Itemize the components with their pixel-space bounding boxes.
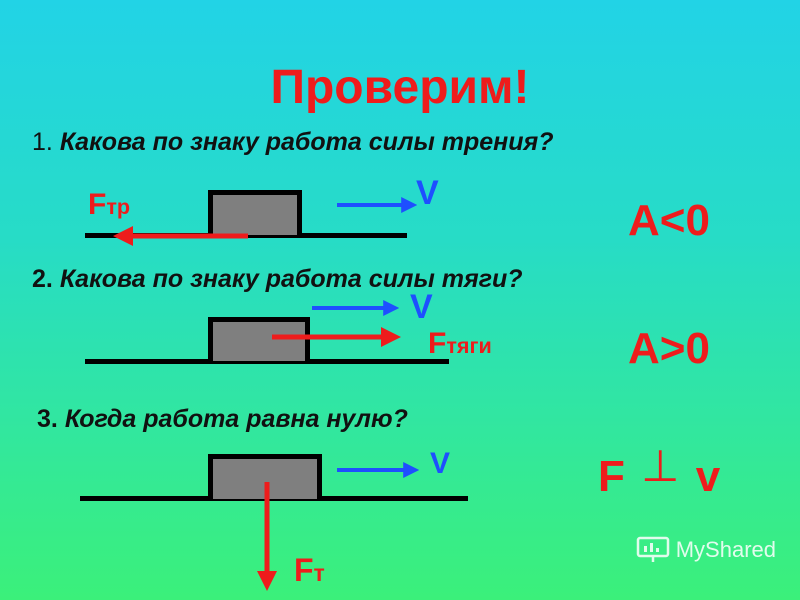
question-1: 1. Какова по знаку работа силы трения? [32, 127, 554, 157]
question-2: 2. Какова по знаку работа силы тяги? [32, 264, 523, 294]
answer-3-force: F [598, 452, 625, 501]
friction-force-subscript: тр [106, 194, 131, 219]
gravity-force-label: Fт [294, 552, 325, 588]
answer-3-velocity: v [695, 452, 721, 501]
presentation-board-icon [636, 536, 669, 562]
velocity-label-2: V [410, 288, 433, 326]
slide-title: Проверим! [270, 61, 530, 114]
question-1-text: Какова по знаку работа силы трения? [59, 128, 554, 156]
question-1-number: 1. [32, 128, 53, 156]
question-2-number: 2. [32, 265, 53, 293]
perpendicular-symbol: ⊥ [641, 442, 680, 491]
gravity-force-subscript: т [313, 560, 325, 586]
answer-2: A>0 [628, 324, 710, 373]
answer-3: F ⊥ v [598, 442, 721, 502]
thrust-force-label: Fтяги [428, 327, 492, 360]
friction-force-label: Fтр [88, 188, 131, 221]
watermark-text: MyShared [675, 537, 776, 562]
block-3 [208, 454, 322, 499]
thrust-force-subscript: тяги [446, 333, 492, 358]
answer-1: A<0 [628, 196, 710, 245]
velocity-label-3: V [430, 447, 451, 480]
ground-line-2 [85, 359, 449, 364]
question-2-text: Какова по знаку работа силы тяги? [59, 265, 523, 293]
block-1 [208, 190, 302, 235]
question-3: 3. Когда работа равна нулю? [37, 404, 408, 434]
question-3-number: 3. [37, 405, 58, 433]
question-3-text: Когда работа равна нулю? [64, 405, 408, 433]
watermark: MyShared [636, 536, 776, 564]
velocity-label-1: V [416, 174, 439, 212]
